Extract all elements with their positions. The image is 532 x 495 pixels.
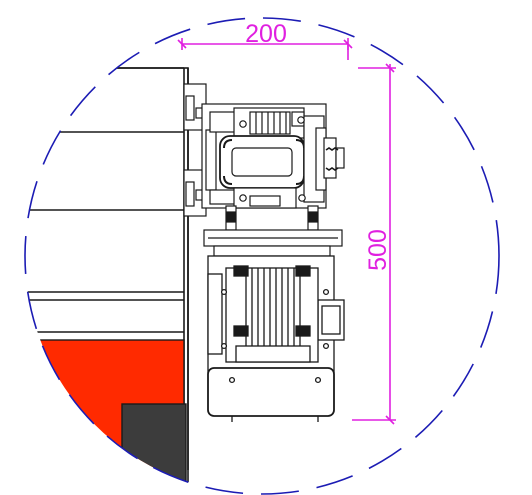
gearbox — [201, 103, 345, 209]
detail-content — [25, 67, 345, 494]
width-dimension — [177, 38, 353, 60]
detail-circle — [24, 17, 500, 495]
height-dimension-label: 500 — [364, 229, 392, 271]
dark-block — [121, 403, 187, 494]
width-dimension-label: 200 — [245, 20, 287, 48]
fan-cover — [207, 367, 335, 417]
electric-motor — [207, 255, 345, 422]
coupling — [203, 205, 343, 257]
shaft — [323, 137, 337, 179]
height-dimension — [352, 63, 396, 425]
